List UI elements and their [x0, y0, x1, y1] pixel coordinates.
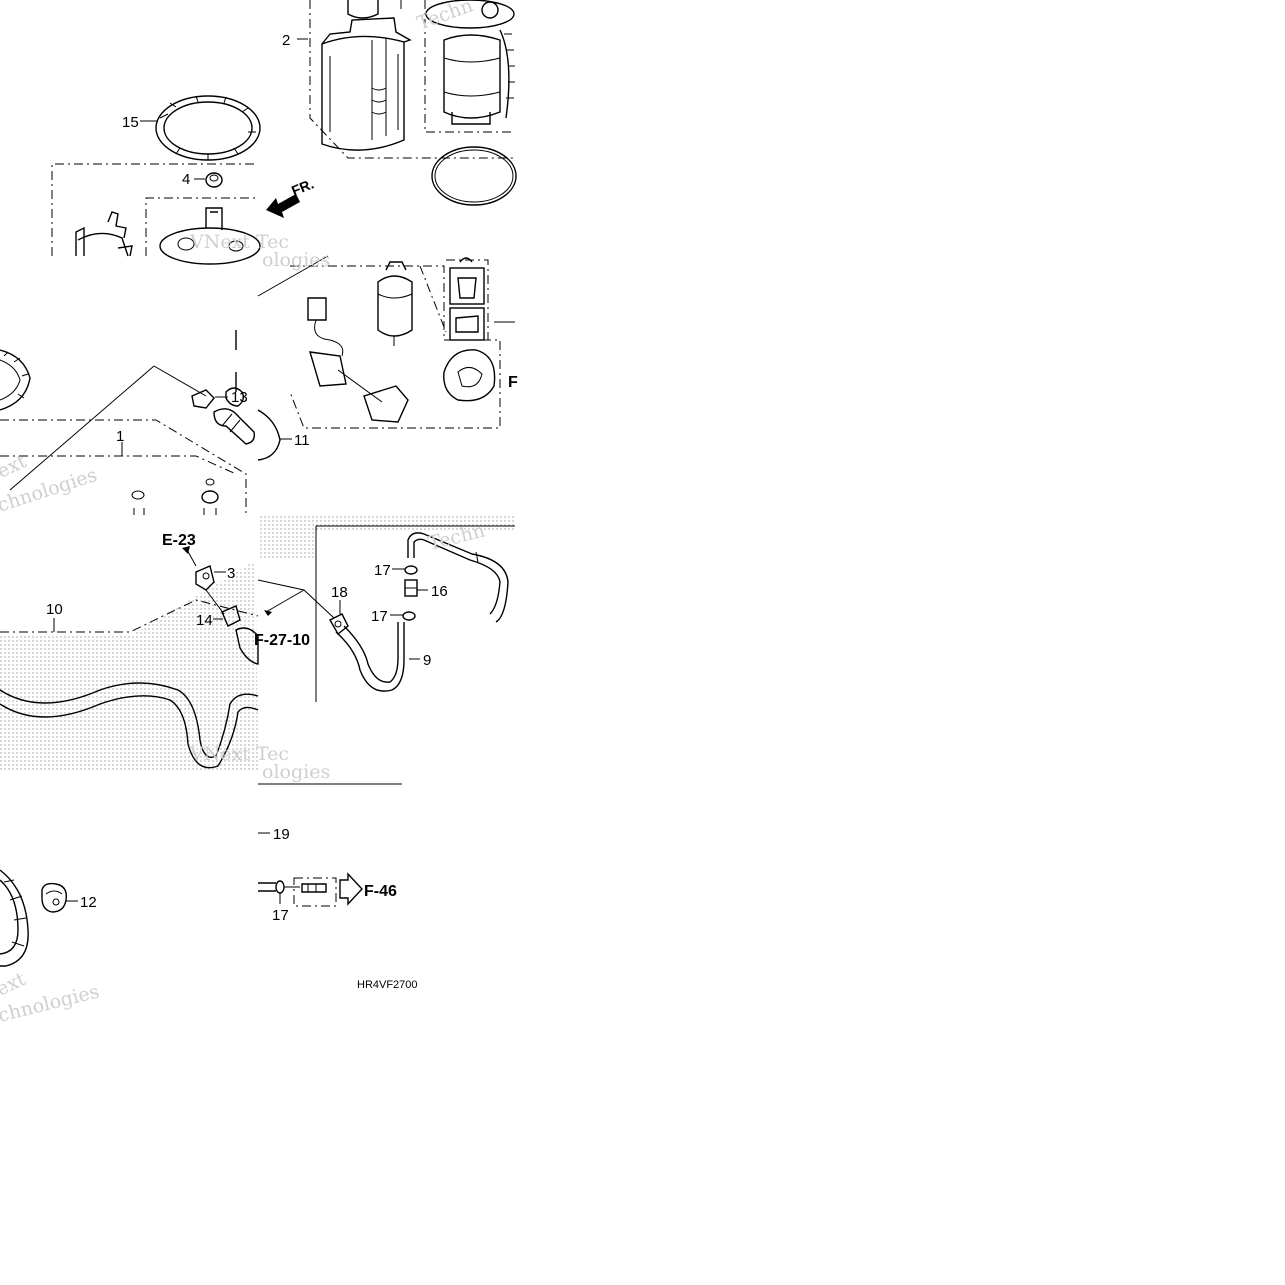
diagram-code: HR4VF2700 — [357, 979, 418, 991]
part-label-17-mid: 17 — [371, 608, 388, 625]
reference-f46: F-46 — [364, 883, 397, 900]
part-label-15: 15 — [122, 114, 139, 131]
reference-f-edge: F — [508, 374, 518, 391]
tile-bottom-left: 12 ext chnologies — [0, 869, 101, 1027]
filler-hose — [0, 869, 29, 967]
watermark-text-2: Techn — [414, 0, 476, 35]
tile-top-left: 15 4 VNext Tec — [51, 95, 289, 265]
grommets-small — [131, 478, 219, 515]
reference-f-27-10: F-27-10 — [254, 632, 310, 649]
check-valve-part-16 — [404, 579, 418, 597]
part-label-9: 9 — [423, 652, 431, 669]
part-label-14: 14 — [196, 612, 213, 629]
reference-e23: E-23 — [162, 532, 196, 549]
lock-ring-part-15 — [155, 95, 261, 161]
evap-hose-upper — [407, 532, 509, 623]
watermark-text-5: ologies — [262, 249, 330, 271]
part-label-16: 16 — [431, 583, 448, 600]
fuel-pump-assembly — [425, 0, 515, 125]
tile-bottom-center: ologies 19 17 F-46 HR4VF2700 — [258, 761, 418, 991]
tile-top-middle: 2 FR. Techn — [266, 0, 517, 218]
feed-pipe — [0, 682, 259, 769]
clamp-part-14 — [221, 605, 259, 665]
watermark-text-8: ext — [0, 968, 29, 1001]
part-label-4: 4 — [182, 171, 190, 188]
watermark-text-6: VNext Tec — [189, 743, 289, 765]
sender-unit-harness — [307, 297, 409, 423]
part-label-18: 18 — [331, 584, 348, 601]
part-label-2: 2 — [282, 32, 290, 49]
part-label-11: 11 — [294, 432, 310, 449]
part-label-17-top: 17 — [374, 562, 391, 579]
cap-part-4 — [205, 172, 223, 188]
tile-middle-left: 1 13 ext chnologies — [0, 330, 256, 517]
part-label-19: 19 — [273, 826, 290, 843]
part-label-3: 3 — [227, 565, 235, 582]
pump-flange-top — [159, 207, 261, 265]
evap-hose-part-9 — [335, 622, 405, 692]
clamp-part-3 — [195, 565, 215, 591]
watermark-text-1: VNext Tec — [189, 231, 289, 253]
vent-hose-assembly — [258, 872, 363, 907]
watermark-text-10: ologies — [262, 761, 330, 783]
pressure-regulator — [449, 257, 485, 341]
part-label-17-bottom: 17 — [272, 907, 289, 924]
grommet-part-12 — [41, 882, 67, 913]
tile-center: F 11 ologies — [257, 249, 518, 461]
retainer-clip — [75, 211, 133, 257]
hose-clamp-part-17-top — [404, 565, 418, 575]
watermark-text-3: ext — [0, 450, 30, 483]
fuel-pump-motor — [377, 261, 413, 346]
part-label-1: 1 — [116, 428, 124, 445]
pump-retainer-bracket — [443, 349, 496, 402]
part-label-12: 12 — [80, 894, 97, 911]
part-label-13: 13 — [231, 389, 248, 406]
clip-part-18 — [329, 613, 349, 636]
hose-clamp-part-17-mid — [402, 611, 416, 621]
tile-lower-center: 17 16 17 9 18 Techn — [257, 515, 515, 702]
front-arrow-icon — [266, 194, 300, 218]
tile-lower-left: 10 3 E-23 14 F-27-10 VNext Tec — [0, 532, 310, 770]
hose-fitting-part-13 — [191, 387, 256, 445]
front-direction-label: FR. — [289, 175, 316, 198]
reservoir-cup-part-2 — [321, 0, 412, 151]
oring-seal-part-11 — [257, 409, 281, 461]
part-label-10: 10 — [46, 601, 63, 618]
oring-seal-large — [431, 146, 517, 206]
